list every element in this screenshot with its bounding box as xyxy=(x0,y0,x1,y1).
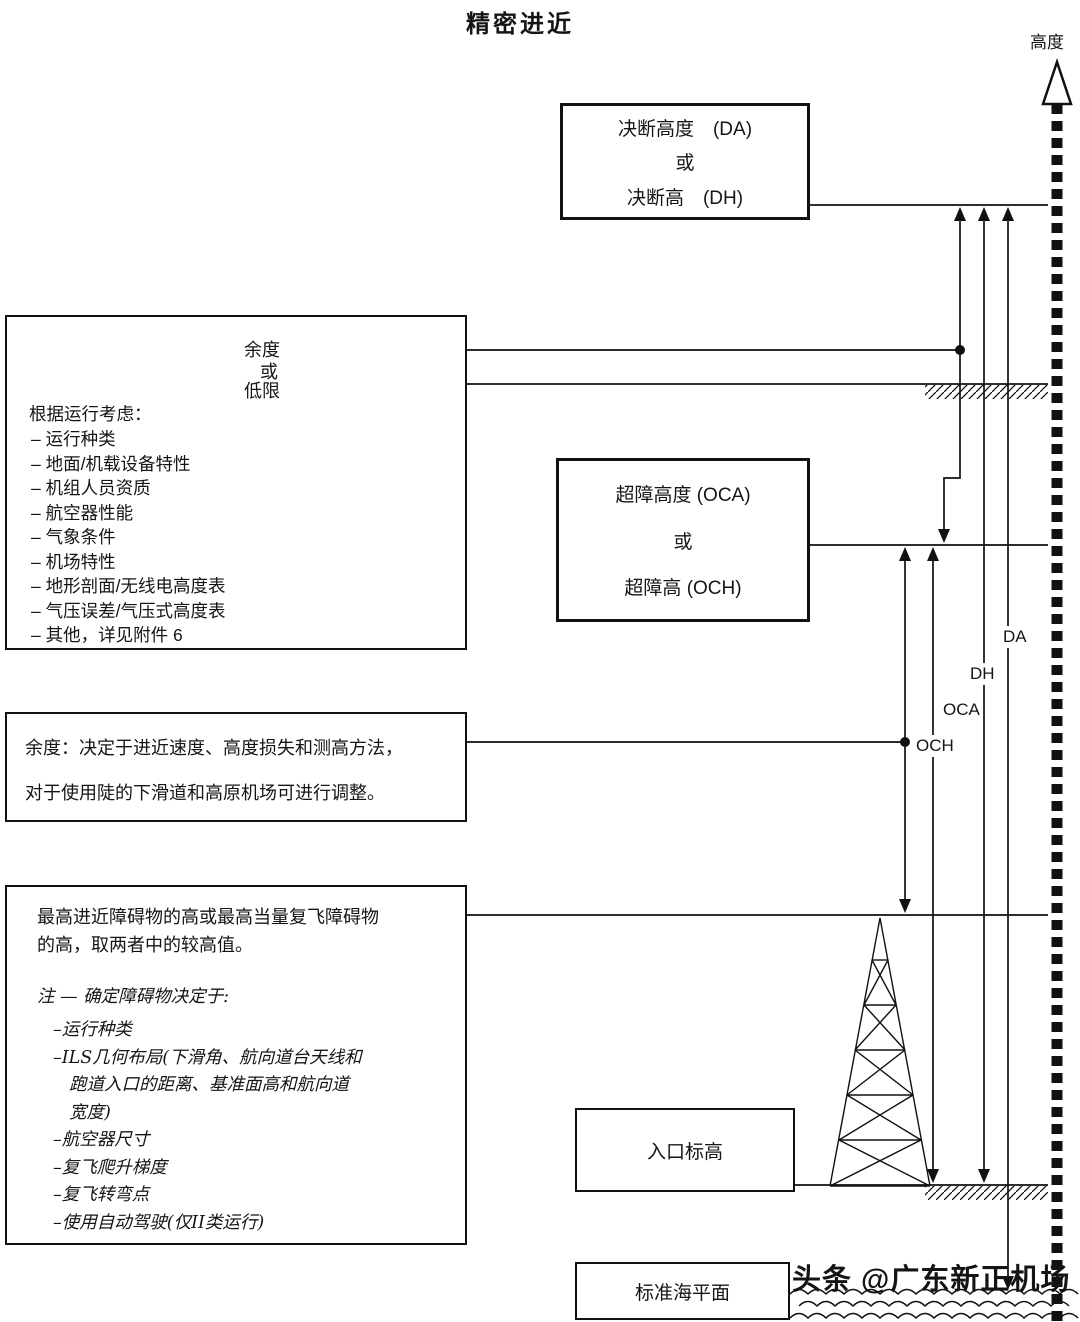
threshold-ground-hatch xyxy=(925,1186,1048,1200)
da-arrow-label: DA xyxy=(1000,626,1030,648)
oca-och-line2: 或 xyxy=(673,531,693,553)
oca-arrow-label: OCA xyxy=(940,699,983,721)
da-dh-line2: 或 xyxy=(675,153,695,174)
da-dh-line1: 决断高度 (DA) xyxy=(617,118,753,140)
list-item: –航空器尺寸 xyxy=(53,1130,150,1150)
watermark: 头条 @广东新正机场 xyxy=(792,1264,1071,1296)
list-item: – 地面/机载设备特性 xyxy=(31,453,191,474)
water-waves xyxy=(789,1288,1079,1320)
oca-och-line1: 超障高度 (OCA) xyxy=(615,485,751,507)
list-item: –复飞转弯点 xyxy=(53,1185,150,1205)
axis-label: 高度 xyxy=(1030,33,1064,52)
sea-level-label: 标准海平面 xyxy=(634,1282,730,1304)
obstacle-note-heading: 注 — 确定障碍物决定于: xyxy=(37,987,230,1007)
list-item: – 气象条件 xyxy=(31,527,116,547)
obstacle-note-box: 最高进近障碍物的高或最高当量复飞障碍物 的高，取两者中的较高值。 注 — 确定障… xyxy=(5,885,467,1245)
da-dh-line3: 决断高 (DH) xyxy=(626,187,744,209)
oca-och-line3: 超障高 (OCH) xyxy=(624,577,742,599)
och-arrow-label: OCH xyxy=(913,735,957,757)
considerations-heading: 根据运行考虑： xyxy=(29,404,152,424)
obstacle-note-line1: 最高进近障碍物的高或最高当量复飞障碍物 xyxy=(37,907,379,927)
considerations-list: – 运行种类 – 地面/机载设备特性 – 机组人员资质 – 航空器性能 – 气象… xyxy=(31,427,225,648)
lower-limit-label: 低限 xyxy=(244,381,280,401)
list-item-continuation: 跑道入口的距离、基准面高和航向道 xyxy=(69,1075,349,1095)
threshold-elevation-label: 入口标高 xyxy=(646,1141,723,1163)
list-item: – 其他，详见附件 6 xyxy=(31,625,183,645)
list-item: – 气压误差/气压式高度表 xyxy=(31,600,226,621)
och-connector-dot xyxy=(900,737,910,747)
margin-arrow-shaft xyxy=(943,221,961,529)
da-dh-box: 决断高度 (DA) 或 决断高 (DH) xyxy=(560,103,810,220)
oca-och-box: 超障高度 (OCA) 或 超障高 (OCH) xyxy=(556,458,810,622)
margin-note-text: 余度：决定于进近速度、高度损失和测高方法， 对于使用陡的下滑道和高原机场可进行调… xyxy=(25,726,403,816)
threshold-elevation-box: 入口标高 xyxy=(575,1108,795,1192)
obstacle-tower xyxy=(829,917,931,1187)
altitude-axis-arrow-icon xyxy=(1041,58,1073,106)
list-item: – 机组人员资质 xyxy=(31,478,151,498)
sea-level-box: 标准海平面 xyxy=(575,1262,790,1320)
list-item: –使用自动驾驶(仅II类运行) xyxy=(53,1212,265,1233)
margin-note-line2: 对于使用陡的下滑道和高原机场可进行调整。 xyxy=(25,783,385,803)
obstacle-note-line2: 的高，取两者中的较高值。 xyxy=(37,935,253,955)
list-item: – 航空器性能 xyxy=(31,502,134,523)
list-item: –ILS几何布局(下滑角、航向道台天线和 xyxy=(53,1047,362,1068)
list-item: –复飞爬升梯度 xyxy=(53,1157,167,1178)
obstacle-note-list: –运行种类 –ILS几何布局(下滑角、航向道台天线和 跑道入口的距离、基准面高和… xyxy=(53,1017,362,1237)
margin-connector-dot xyxy=(955,345,965,355)
altitude-axis xyxy=(1041,58,1073,1322)
margin-note-line1: 余度：决定于进近速度、高度损失和测高方法， xyxy=(25,738,403,758)
obstacle-note-text: 最高进近障碍物的高或最高当量复飞障碍物 的高，取两者中的较高值。 xyxy=(37,903,379,959)
margin-label: 余度 xyxy=(244,340,280,360)
arrowheads-and-dots xyxy=(899,207,1014,1290)
list-item: – 机场特性 xyxy=(31,551,116,572)
list-item: –运行种类 xyxy=(53,1020,132,1040)
dh-arrow-label: DH xyxy=(967,663,998,685)
list-item-continuation: 宽度) xyxy=(69,1102,111,1123)
list-item: – 地形剖面/无线电高度表 xyxy=(31,576,226,596)
lower-limit-hatch xyxy=(925,385,1048,399)
page-title: 精密进近 xyxy=(466,11,574,38)
margin-note-box: 余度：决定于进近速度、高度损失和测高方法， 对于使用陡的下滑道和高原机场可进行调… xyxy=(5,712,467,822)
considerations-box: 余度 或 低限 根据运行考虑： – 运行种类 – 地面/机载设备特性 – 机组人… xyxy=(5,315,467,650)
list-item: – 运行种类 xyxy=(31,429,116,449)
or-label: 或 xyxy=(260,362,278,382)
